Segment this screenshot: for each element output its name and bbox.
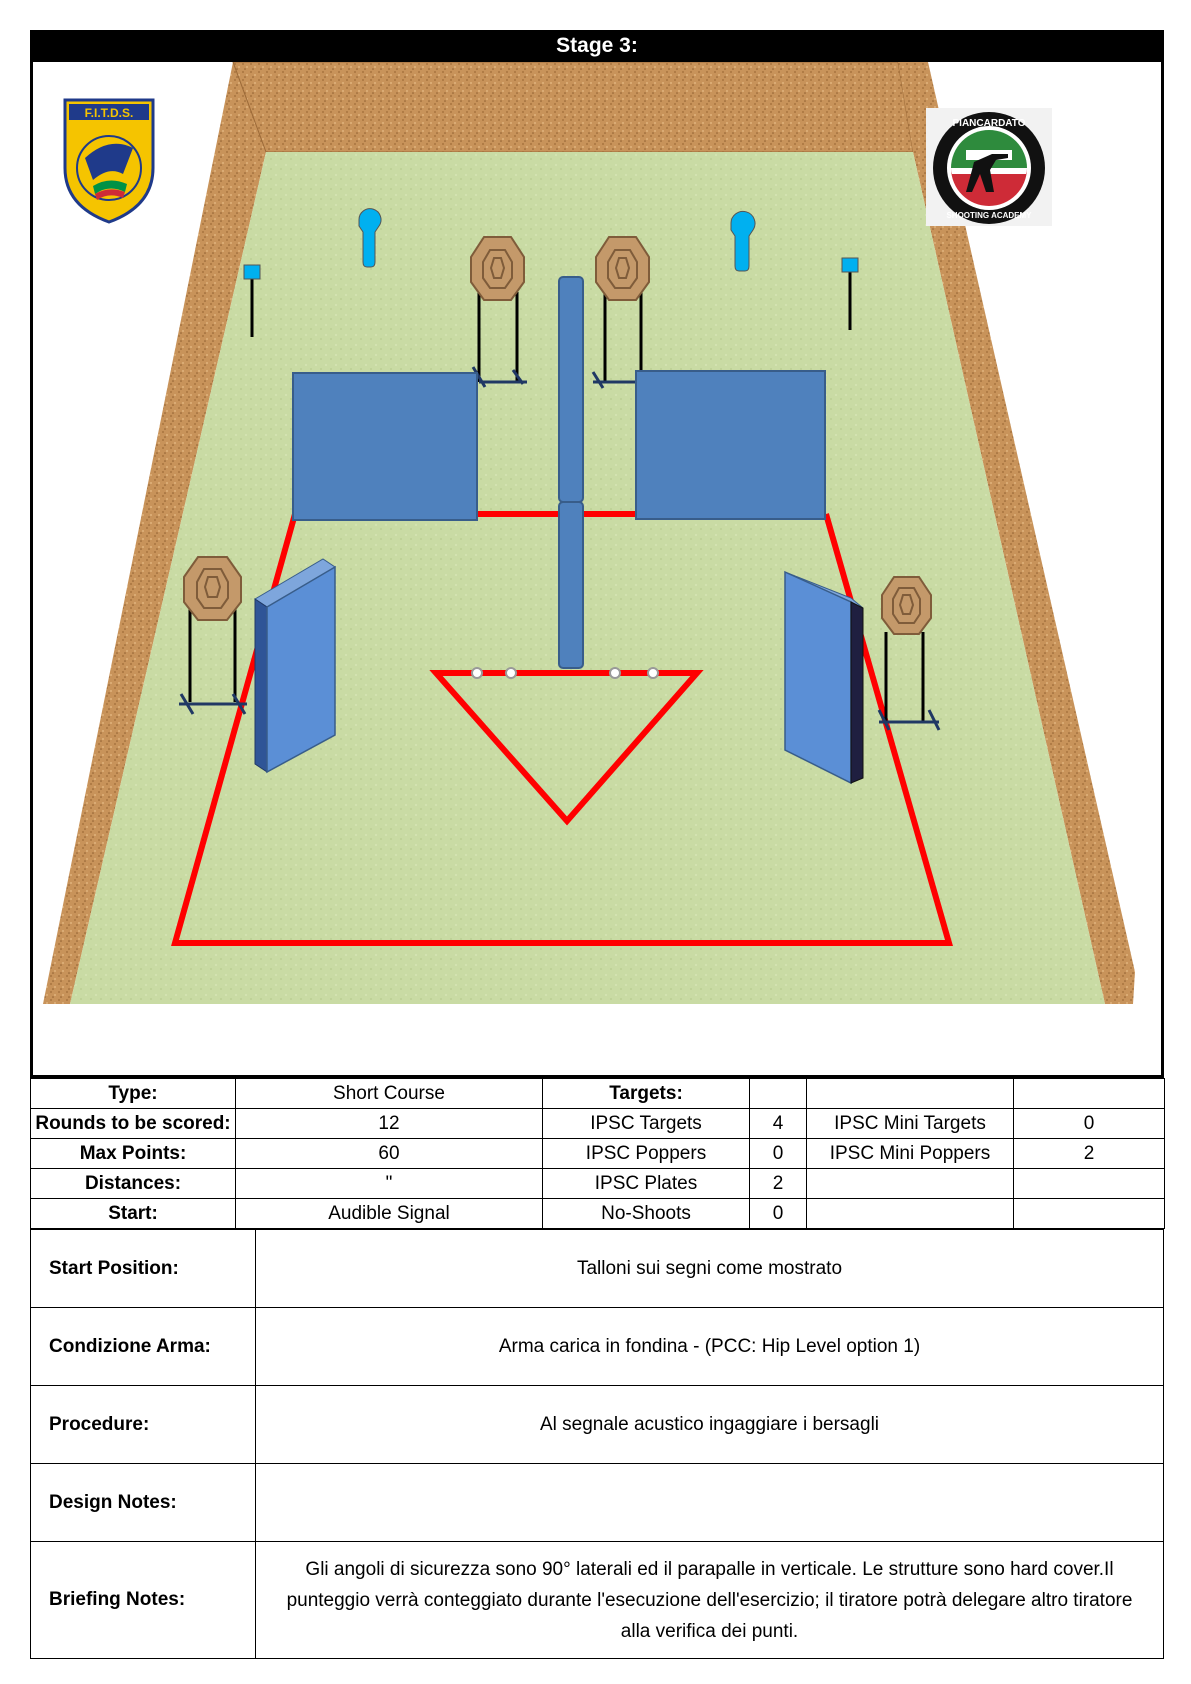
stage-sheet: Stage 3: <box>30 30 1165 1659</box>
start-position-value: Talloni sui segni come mostrato <box>255 1229 1164 1308</box>
ipsc-mini-poppers-label: IPSC Mini Poppers <box>806 1138 1014 1169</box>
start-mark <box>647 667 659 679</box>
condizione-arma-label: Condizione Arma: <box>30 1307 256 1386</box>
barricade-right <box>784 570 864 785</box>
plate-right <box>841 257 859 330</box>
plate-left <box>243 264 261 337</box>
type-label: Type: <box>30 1078 236 1109</box>
stage-drawing <box>43 62 1135 1004</box>
procedure-value: Al segnale acustico ingaggiare i bersagl… <box>255 1385 1164 1464</box>
no-shoots-count: 0 <box>749 1198 807 1229</box>
left-berm <box>43 62 266 1004</box>
table-cell <box>1013 1168 1165 1199</box>
wall-left <box>292 372 478 521</box>
notes-row: Briefing Notes: Gli angoli di sicurezza … <box>30 1541 1164 1659</box>
ipsc-targets-count: 4 <box>749 1108 807 1139</box>
mini-popper-left <box>358 208 382 268</box>
ipsc-plates-count: 2 <box>749 1168 807 1199</box>
right-berm <box>898 62 1135 1004</box>
table-cell <box>749 1078 807 1109</box>
stage-notes-table: Start Position: Talloni sui segni come m… <box>30 1229 1164 1659</box>
notes-row: Design Notes: <box>30 1463 1164 1542</box>
ipsc-target-back-left <box>470 236 527 388</box>
ipsc-plates-label: IPSC Plates <box>542 1168 750 1199</box>
table-cell <box>806 1078 1014 1109</box>
ipsc-poppers-count: 0 <box>749 1138 807 1169</box>
briefing-notes-value: Gli angoli di sicurezza sono 90° lateral… <box>255 1541 1164 1659</box>
ipsc-mini-poppers-count: 2 <box>1013 1138 1165 1169</box>
notes-row: Condizione Arma: Arma carica in fondina … <box>30 1307 1164 1386</box>
distances-value: " <box>235 1168 543 1199</box>
ipsc-target-side-left <box>179 556 247 715</box>
table-cell <box>1013 1078 1165 1109</box>
notes-row: Start Position: Talloni sui segni come m… <box>30 1229 1164 1308</box>
ipsc-mini-targets-label: IPSC Mini Targets <box>806 1108 1014 1139</box>
max-points-value: 60 <box>235 1138 543 1169</box>
start-label: Start: <box>30 1198 236 1229</box>
procedure-label: Procedure: <box>30 1385 256 1464</box>
back-berm <box>232 62 914 153</box>
center-wall-front <box>558 501 584 669</box>
stage-diagram: F.I.T.D.S. PIANCARDATO SHOOTING ACADEMY <box>30 62 1164 1078</box>
table-cell <box>806 1198 1014 1229</box>
stage-info-table: Type: Short Course Targets: Rounds to be… <box>30 1078 1165 1229</box>
start-value: Audible Signal <box>235 1198 543 1229</box>
fitds-logo-text: F.I.T.D.S. <box>85 106 134 120</box>
rounds-value: 12 <box>235 1108 543 1139</box>
condizione-arma-value: Arma carica in fondina - (PCC: Hip Level… <box>255 1307 1164 1386</box>
table-row: Rounds to be scored: 12 IPSC Targets 4 I… <box>30 1108 1165 1139</box>
fitds-logo: F.I.T.D.S. <box>63 98 155 224</box>
start-position-label: Start Position: <box>30 1229 256 1308</box>
ipsc-mini-targets-count: 0 <box>1013 1108 1165 1139</box>
start-mark <box>609 667 621 679</box>
start-mark <box>471 667 483 679</box>
barricade-left <box>254 558 336 774</box>
piancardato-logo-text-bottom: SHOOTING ACADEMY <box>946 211 1032 220</box>
ipsc-target-side-right <box>877 576 941 731</box>
table-row: Distances: " IPSC Plates 2 <box>30 1168 1165 1199</box>
table-row: Start: Audible Signal No-Shoots 0 <box>30 1198 1165 1229</box>
stage-title: Stage 3: <box>30 30 1164 62</box>
start-triangle <box>429 670 704 826</box>
table-cell <box>1013 1198 1165 1229</box>
range-ground <box>70 152 1105 1004</box>
type-value: Short Course <box>235 1078 543 1109</box>
rounds-label: Rounds to be scored: <box>30 1108 236 1139</box>
no-shoots-label: No-Shoots <box>542 1198 750 1229</box>
targets-heading: Targets: <box>542 1078 750 1109</box>
table-cell <box>806 1168 1014 1199</box>
notes-row: Procedure: Al segnale acustico ingaggiar… <box>30 1385 1164 1464</box>
design-notes-label: Design Notes: <box>30 1463 256 1542</box>
max-points-label: Max Points: <box>30 1138 236 1169</box>
ipsc-poppers-label: IPSC Poppers <box>542 1138 750 1169</box>
piancardato-logo-text-top: PIANCARDATO <box>953 118 1026 129</box>
table-row: Max Points: 60 IPSC Poppers 0 IPSC Mini … <box>30 1138 1165 1169</box>
wall-right <box>635 370 826 520</box>
distances-label: Distances: <box>30 1168 236 1199</box>
briefing-notes-label: Briefing Notes: <box>30 1541 256 1659</box>
design-notes-value <box>255 1463 1164 1542</box>
mini-popper-right <box>730 210 756 272</box>
piancardato-logo: PIANCARDATO SHOOTING ACADEMY <box>926 108 1052 226</box>
ipsc-target-back-right <box>591 236 650 389</box>
start-mark <box>505 667 517 679</box>
table-row: Type: Short Course Targets: <box>30 1078 1165 1109</box>
center-wall-back <box>558 276 584 503</box>
ipsc-targets-label: IPSC Targets <box>542 1108 750 1139</box>
